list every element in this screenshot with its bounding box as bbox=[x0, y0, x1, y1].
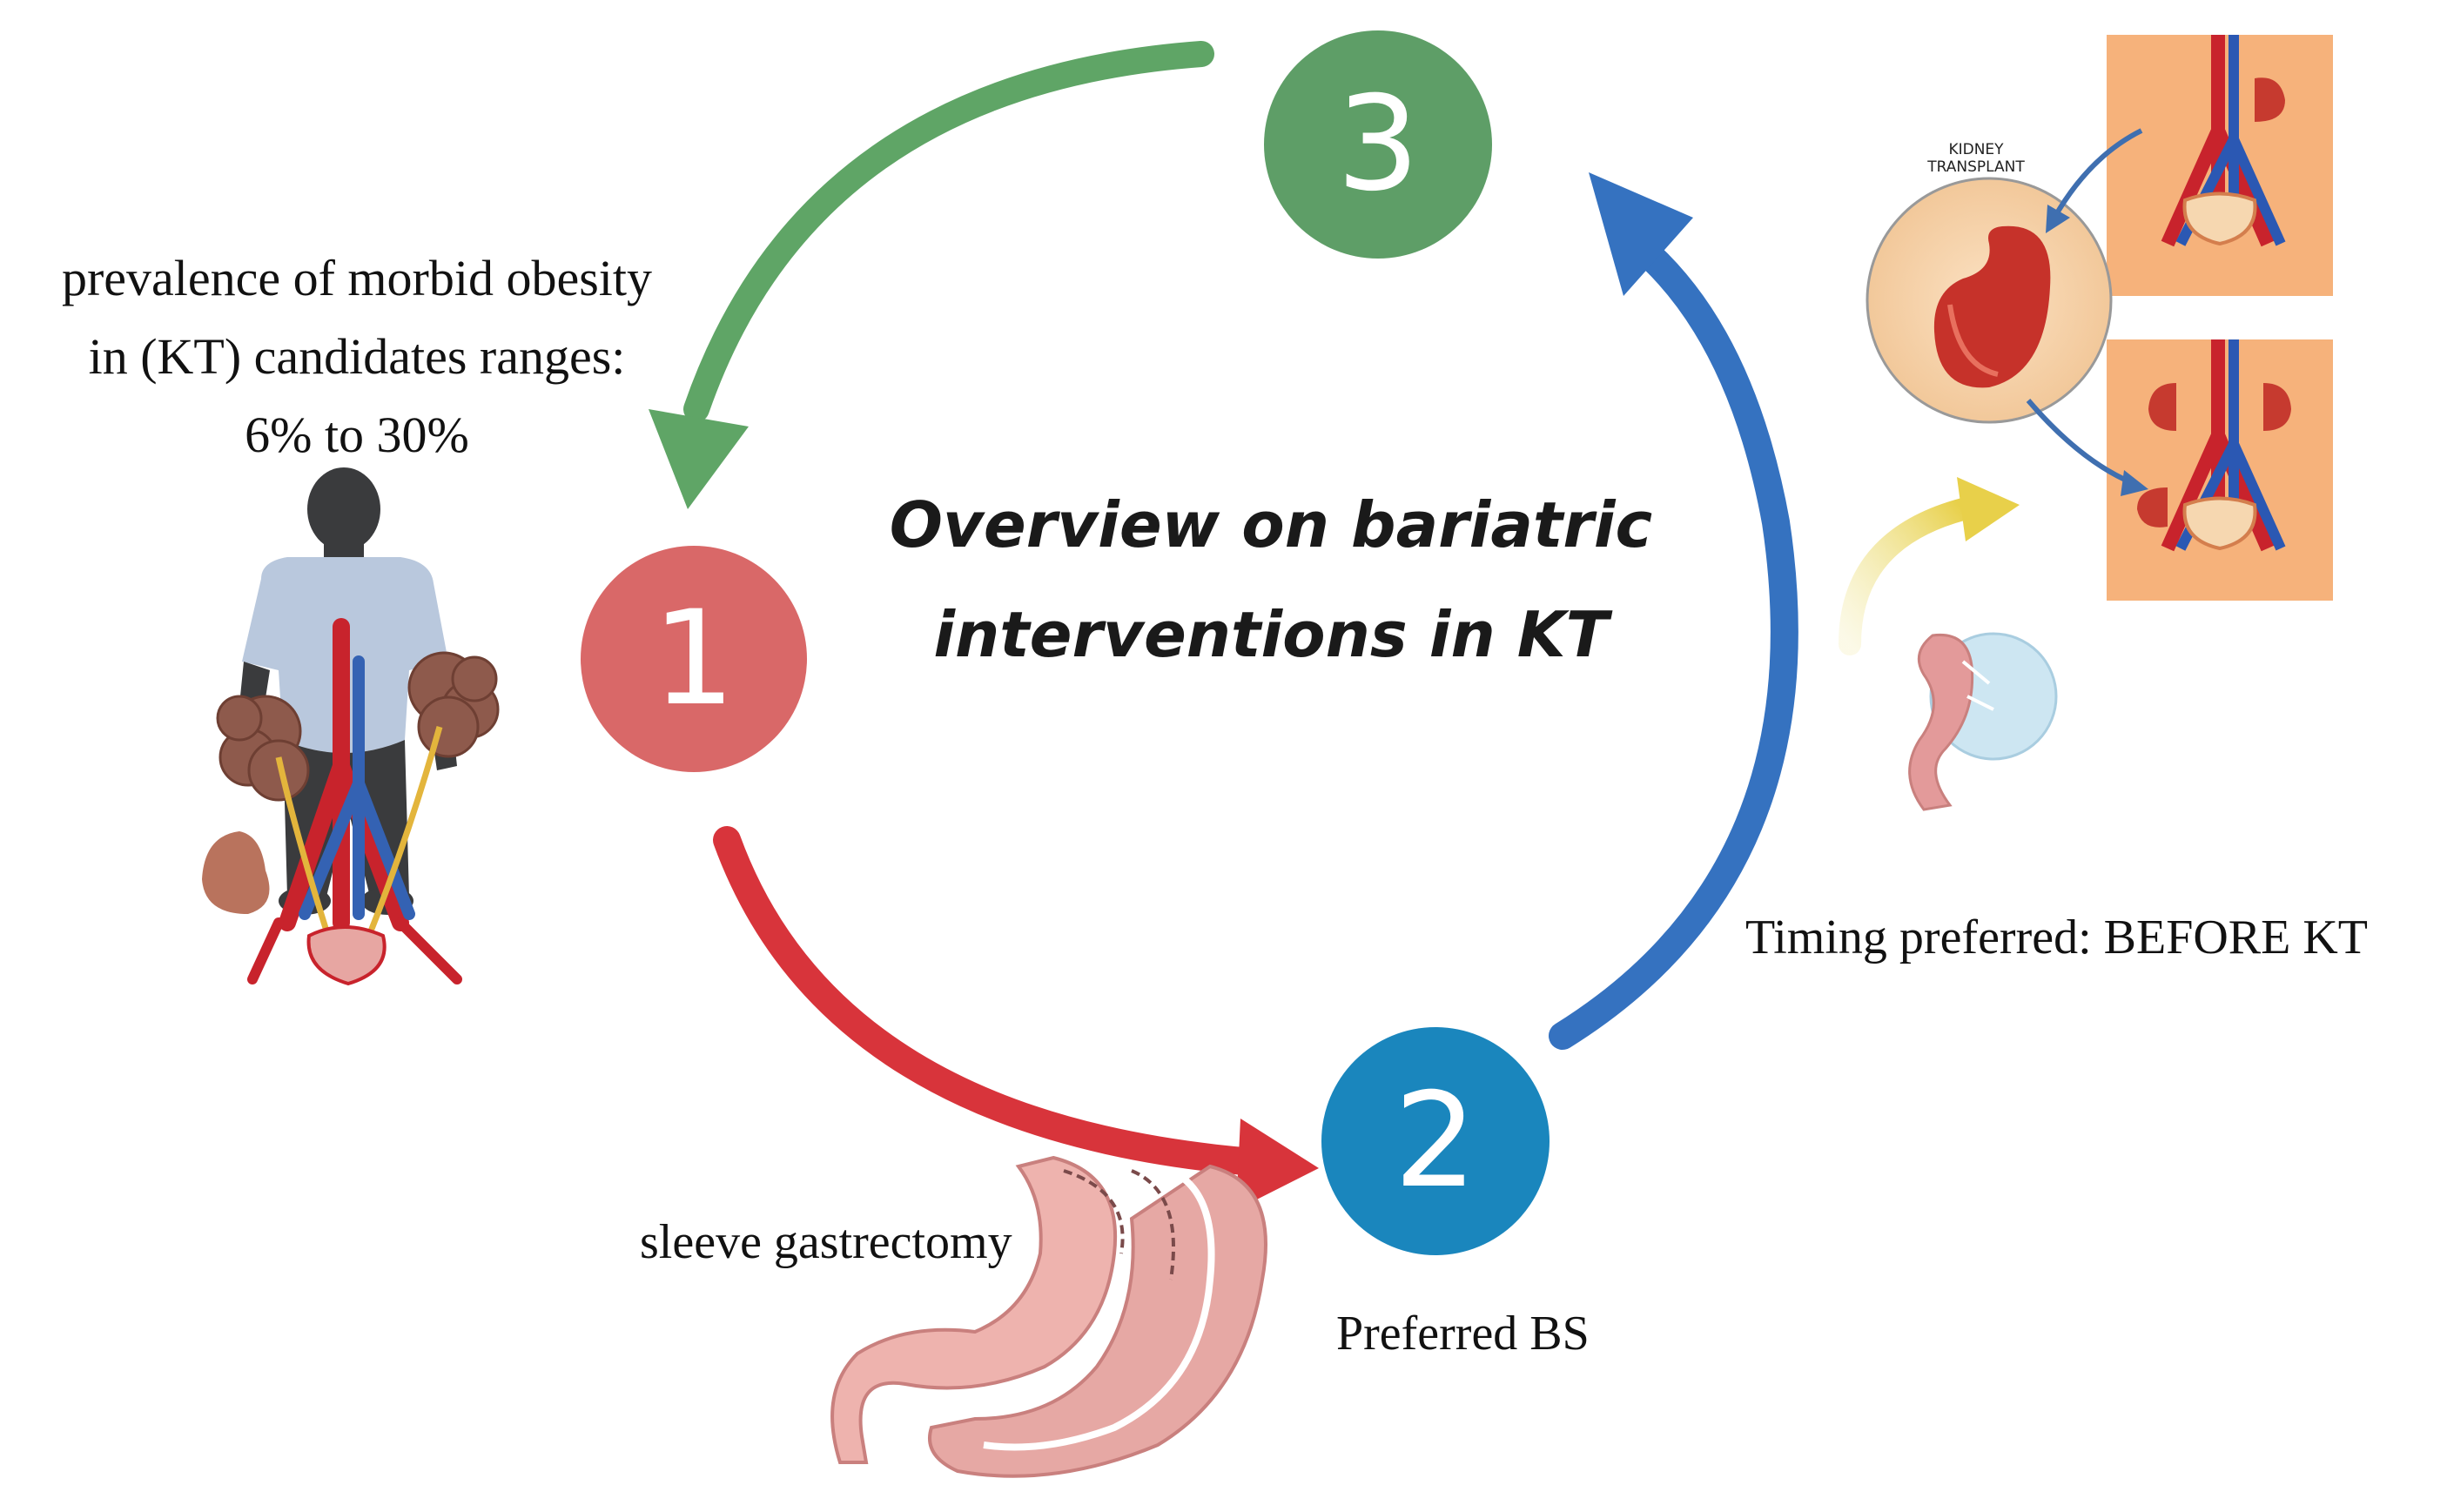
kidney-transplant-label-line-2: TRANSPLANT bbox=[1927, 158, 2025, 176]
prevalence-text: prevalence of morbid obesity in (KT) can… bbox=[17, 239, 696, 474]
kidney-transplant-label-line-1: KIDNEY bbox=[1948, 141, 2004, 158]
diagram-title: Overview on bariatric interventions in K… bbox=[836, 470, 1706, 689]
step-3-circle: 3 bbox=[1264, 30, 1492, 259]
green-arrow-3-to-1 bbox=[649, 41, 1214, 509]
prevalence-line-1: prevalence of morbid obesity bbox=[61, 250, 653, 306]
step-2-circle: 2 bbox=[1321, 1027, 1550, 1255]
prevalence-line-2: in (KT) candidates ranges: bbox=[88, 328, 626, 385]
red-arrow-1-to-2 bbox=[713, 826, 1319, 1210]
obese-patient-illustration bbox=[202, 467, 500, 986]
step-1-circle: 1 bbox=[581, 546, 807, 772]
kidney-transplant-illustration bbox=[1866, 35, 2333, 601]
title-line-2: interventions in KT bbox=[933, 598, 1609, 671]
small-stomach-illustration bbox=[1908, 632, 2058, 811]
title-line-1: Overview on bariatric bbox=[889, 488, 1653, 561]
kidney-transplant-label: KIDNEY TRANSPLANT bbox=[1902, 141, 2050, 176]
yellow-curved-arrow bbox=[1839, 477, 2020, 655]
blue-arrow-2-to-3 bbox=[1549, 172, 1798, 1050]
timing-label: Timing preferred: BEFORE KT bbox=[1745, 911, 2368, 964]
prevalence-line-3: 6% to 30% bbox=[245, 407, 469, 463]
sleeve-gastrectomy-stomach-illustration bbox=[830, 1155, 1267, 1478]
preferred-bs-label: Preferred BS bbox=[1336, 1307, 1590, 1361]
sleeve-gastrectomy-label: sleeve gastrectomy bbox=[640, 1215, 1012, 1269]
